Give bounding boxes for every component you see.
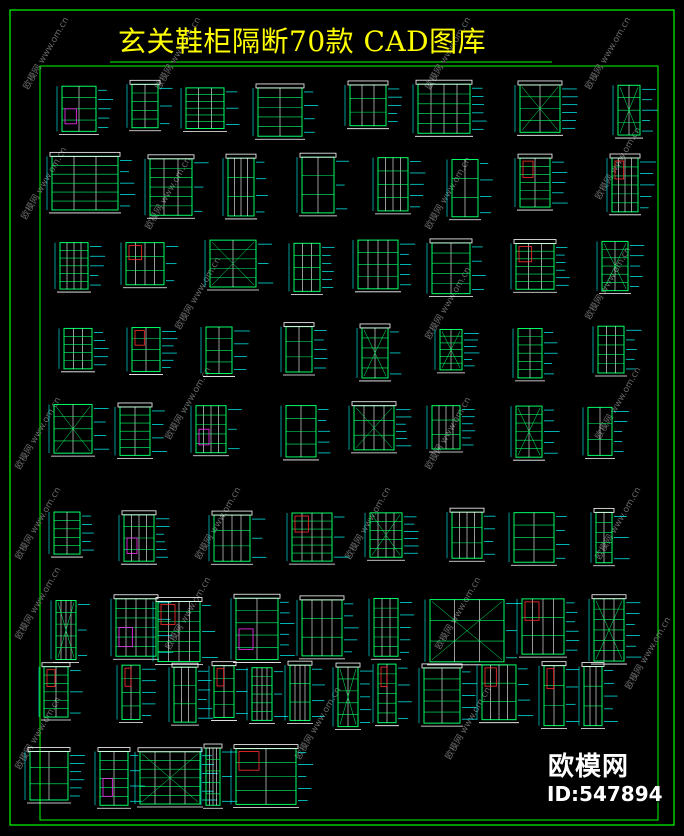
cad-elevation-drawing xyxy=(286,512,349,565)
cad-elevation-drawing xyxy=(296,152,349,217)
cad-elevation-drawing xyxy=(512,328,558,382)
cad-elevation-drawing xyxy=(48,511,94,558)
cad-elevation-drawing xyxy=(230,593,295,663)
cad-elevation-drawing xyxy=(190,405,242,457)
cad-elevation-drawing xyxy=(476,664,534,724)
cad-elevation-drawing xyxy=(204,239,274,291)
cad-elevation-drawing xyxy=(120,242,179,289)
cad-elevation-drawing xyxy=(180,87,240,132)
cad-elevation-drawing xyxy=(588,594,642,665)
cad-elevation-drawing xyxy=(246,667,289,724)
drawing-grid xyxy=(24,79,658,809)
cad-elevation-drawing xyxy=(252,83,319,140)
cad-elevation-drawing xyxy=(538,661,580,729)
cad-elevation-drawing xyxy=(126,79,173,132)
cad-elevation-drawing xyxy=(446,159,493,221)
cad-elevation-drawing xyxy=(434,328,480,374)
cad-elevation-drawing xyxy=(516,598,580,658)
cad-elevation-drawing xyxy=(514,80,578,136)
cad-elevation-drawing xyxy=(344,80,403,130)
cad-elevation-drawing xyxy=(332,662,373,731)
cad-elevation-drawing xyxy=(590,507,630,567)
cad-elevation-drawing xyxy=(412,79,487,137)
cad-elevation-drawing xyxy=(56,85,114,135)
cad-elevation-drawing xyxy=(352,239,416,293)
sheet-title: 玄关鞋柜隔断70款 CAD图库 xyxy=(118,25,487,58)
cad-elevation-drawing xyxy=(200,743,238,809)
cad-elevation-drawing xyxy=(356,323,402,382)
cad-elevation-drawing xyxy=(284,660,325,724)
cad-elevation-drawing xyxy=(426,405,476,453)
cad-elevation-drawing xyxy=(54,242,106,293)
cad-elevation-drawing xyxy=(58,327,109,373)
cad-elevation-drawing xyxy=(372,157,426,215)
cad-elevation-drawing xyxy=(230,744,314,808)
cad-elevation-drawing xyxy=(48,403,110,457)
cad-elevation-drawing xyxy=(612,84,658,139)
cad-elevation-drawing xyxy=(24,747,85,804)
cad-elevation-drawing xyxy=(446,507,496,562)
cad-elevation-drawing xyxy=(508,512,570,566)
cad-elevation-drawing xyxy=(222,153,268,220)
cad-elevation-drawing xyxy=(582,406,629,459)
cad-elevation-drawing xyxy=(510,239,570,293)
cad-elevation-drawing xyxy=(50,600,90,663)
cad-elevation-drawing xyxy=(114,402,167,459)
cad-elevation-drawing xyxy=(94,747,145,809)
cad-elevation-drawing xyxy=(288,242,335,295)
asset-id-label: ID:547894 xyxy=(547,782,663,806)
cad-elevation-drawing xyxy=(118,510,170,565)
cad-elevation-drawing xyxy=(126,327,178,375)
cad-elevation-drawing xyxy=(280,322,328,376)
cad-elevation-drawing xyxy=(38,662,83,721)
cad-elevation-drawing xyxy=(426,238,486,298)
cad-elevation-drawing xyxy=(152,597,218,665)
cad-elevation-drawing xyxy=(592,325,642,377)
cad-elevation-drawing xyxy=(208,661,248,721)
brand-logo-text: 欧模网 xyxy=(548,752,630,782)
cad-elevation-drawing xyxy=(296,595,359,660)
cad-elevation-drawing xyxy=(606,153,656,216)
cad-elevation-drawing xyxy=(424,599,522,666)
outer-frame xyxy=(9,9,675,826)
cad-elevation-drawing xyxy=(372,663,412,727)
cad-elevation-drawing xyxy=(514,153,568,211)
cad-elevation-drawing xyxy=(144,154,209,219)
cad-elevation-drawing xyxy=(596,240,645,295)
cad-elevation-drawing xyxy=(134,747,218,808)
cad-elevation-drawing xyxy=(116,664,157,723)
cad-elevation-drawing xyxy=(46,151,136,214)
cad-elevation-drawing xyxy=(208,510,267,565)
cad-elevation-drawing xyxy=(510,405,560,461)
cad-elevation-drawing xyxy=(348,401,412,454)
inner-frame xyxy=(39,65,659,821)
cad-elevation-drawing xyxy=(368,597,415,660)
cad-elevation-drawing xyxy=(418,663,478,727)
cad-elevation-drawing xyxy=(200,326,250,377)
cad-elevation-drawing xyxy=(110,594,174,660)
cad-elevation-drawing xyxy=(578,662,618,730)
cad-elevation-drawing xyxy=(364,512,419,561)
cad-elevation-drawing xyxy=(280,405,331,461)
cad-elevation-drawing xyxy=(168,662,214,726)
